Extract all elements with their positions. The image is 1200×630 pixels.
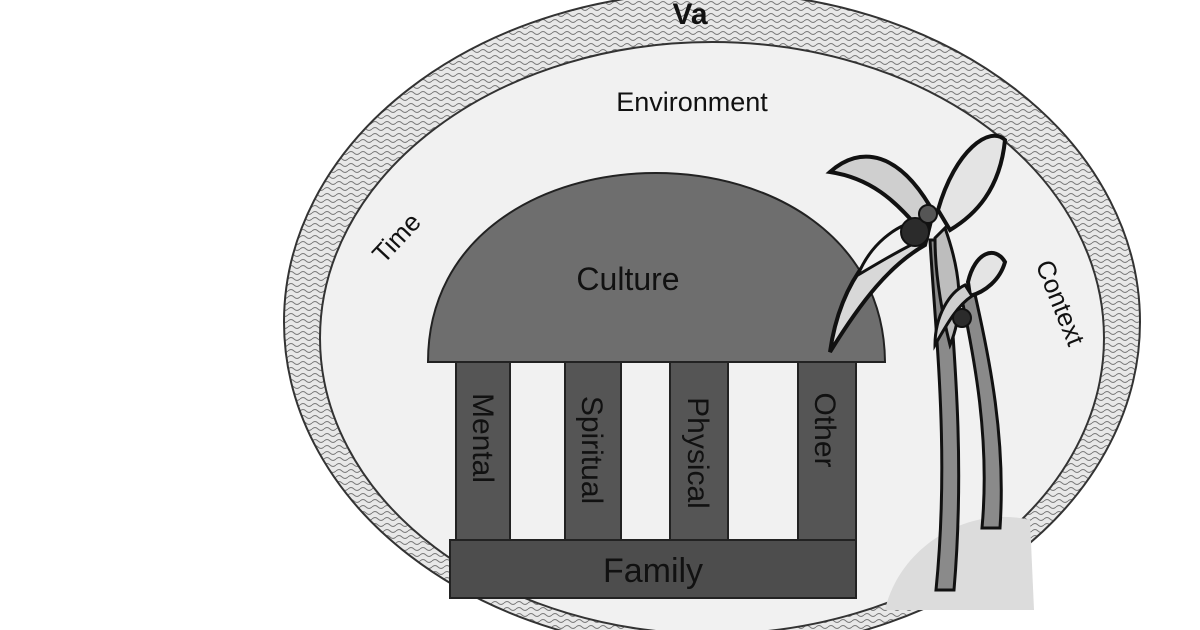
pillar-label-spiritual: Spiritual <box>575 396 608 504</box>
family-label: Family <box>603 552 703 590</box>
diagram-title: Va <box>672 0 707 31</box>
island-mound <box>885 516 1034 610</box>
culture-label: Culture <box>576 261 679 297</box>
environment-label: Environment <box>616 87 768 117</box>
palm-tree-icon <box>825 133 1008 592</box>
pillar-spiritual <box>564 361 622 543</box>
family-foundation <box>449 539 857 599</box>
pillar-label-physical: Physical <box>681 397 714 509</box>
pillar-label-other: Other <box>808 392 841 467</box>
pillar-physical <box>669 361 729 543</box>
pillar-mental <box>455 361 511 543</box>
pillar-label-mental: Mental <box>466 393 499 483</box>
